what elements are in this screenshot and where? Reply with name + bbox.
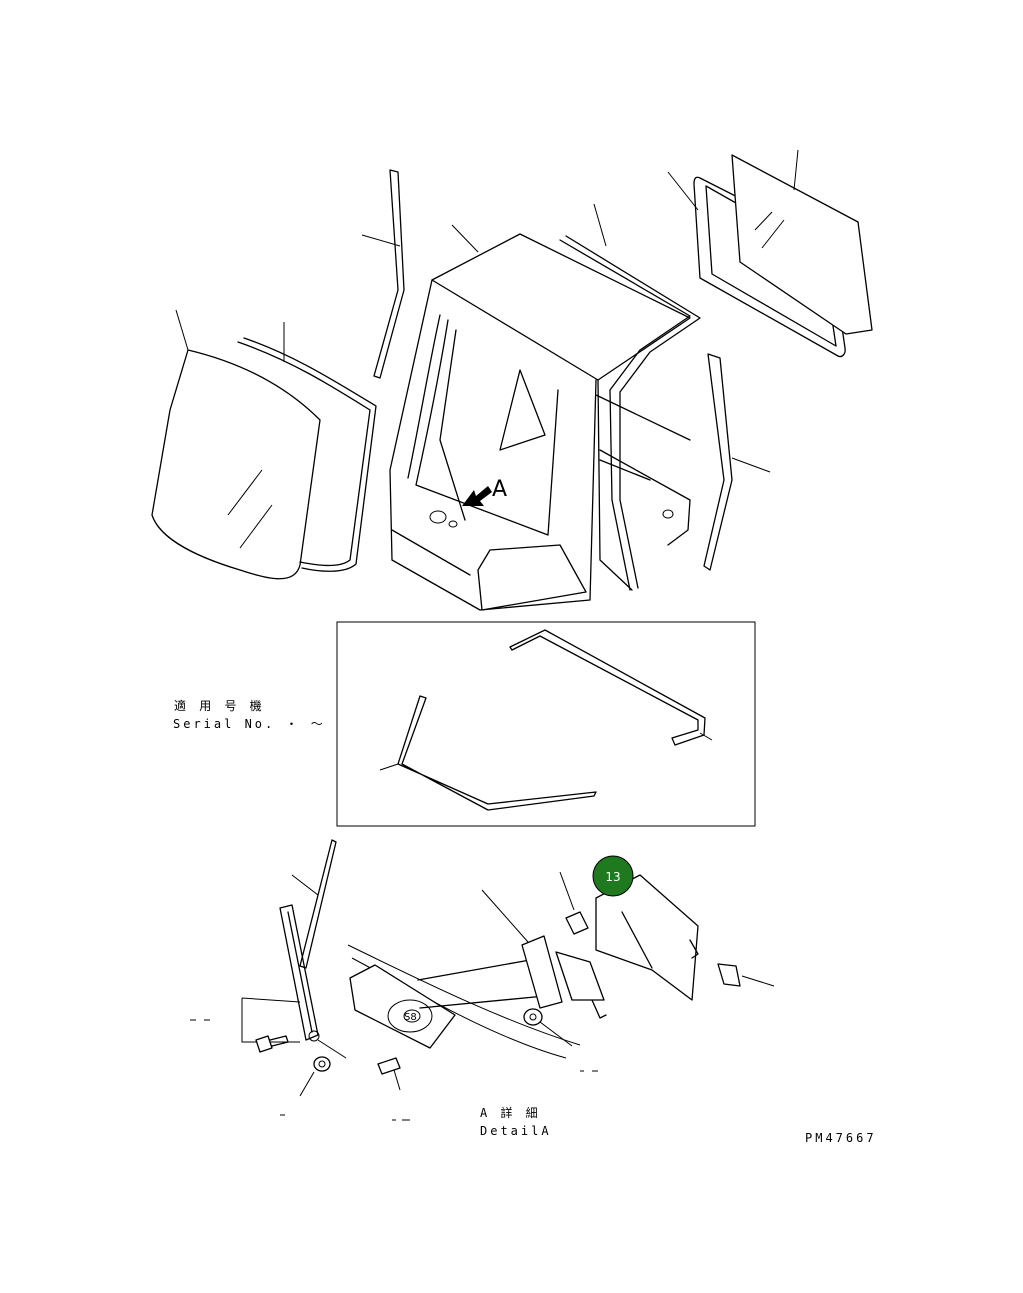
serial-inset-box [336, 621, 756, 827]
callout-label: 13 [605, 870, 620, 884]
detail-label-en: DetailA [480, 1124, 552, 1138]
serial-label-en: Serial No. ・ ～ [173, 717, 326, 731]
pillar-seal-strip [361, 169, 405, 379]
right-seal-strip [703, 353, 771, 571]
serial-label-jp: 適 用 号 機 [174, 698, 265, 713]
svg-text:S8: S8 [404, 1012, 417, 1023]
wiper-blade [291, 839, 337, 969]
wiper-motor-plate: S8 [349, 959, 546, 1049]
wiper-arm [279, 904, 320, 1042]
hex-nut [299, 1056, 331, 1097]
cab-body [389, 224, 691, 611]
wiper-motor [481, 889, 607, 1019]
drawing-number: PM47667 [805, 1131, 877, 1145]
side-window-glass [731, 149, 873, 335]
side-bolt [717, 963, 775, 987]
view-label-a: A [492, 477, 507, 502]
callout-13[interactable]: 13 [592, 855, 634, 897]
view-arrow-a: A [462, 477, 507, 506]
cover-bolt [559, 871, 589, 935]
front-glass-seal [237, 322, 377, 572]
cab-assembly: A [151, 149, 873, 611]
wiper-detail-assembly: S8 [190, 839, 775, 1121]
front-glass-panel [151, 309, 321, 580]
roof-seal-rail [559, 203, 701, 591]
detail-label-jp: A 詳 細 [480, 1105, 541, 1120]
stud-bolt [377, 1057, 401, 1091]
mounting-bolt [255, 1035, 289, 1053]
plate-nut [523, 1008, 573, 1047]
motor-cover [595, 874, 699, 1001]
